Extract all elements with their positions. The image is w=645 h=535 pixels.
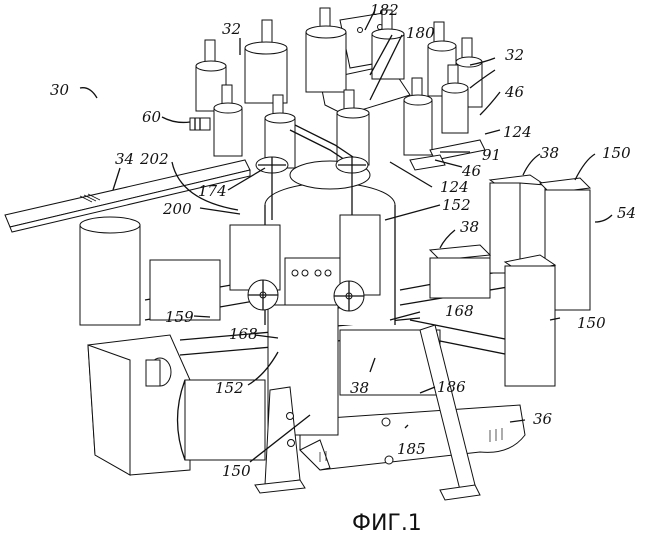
label-159: 159 (165, 308, 194, 326)
label-30: 30 (50, 81, 70, 99)
leader-lines (79, 9, 613, 463)
label-182: 182 (370, 1, 399, 19)
conveyor-bar (4, 159, 251, 233)
label-152-upper: 152 (442, 196, 471, 214)
label-54: 54 (617, 204, 636, 222)
label-32-right: 32 (505, 46, 524, 64)
gripper (189, 117, 211, 131)
block-38-upper (488, 174, 547, 276)
reference-labels: 30 60 32 182 180 32 46 124 91 46 124 34 … (50, 1, 636, 480)
label-91: 91 (482, 146, 501, 164)
label-150-right: 150 (577, 314, 606, 332)
label-38-front: 38 (350, 379, 369, 397)
block-150-mid (503, 254, 557, 387)
machine-base (299, 404, 526, 471)
label-174: 174 (198, 182, 227, 200)
label-185: 185 (397, 440, 426, 458)
label-150-upper: 150 (602, 144, 631, 162)
cylinder (403, 77, 433, 156)
handwheel-left (247, 279, 279, 311)
control-panel (229, 214, 381, 436)
block-150-upper (538, 177, 592, 311)
label-60: 60 (142, 108, 162, 126)
label-152-lower: 152 (215, 379, 244, 397)
label-202: 202 (139, 150, 169, 168)
motor-column (79, 216, 191, 476)
cylinder (441, 64, 469, 134)
cylinder (213, 84, 243, 157)
cylinder (305, 7, 347, 93)
label-38-upper: 38 (540, 144, 559, 162)
block-38-mid (428, 244, 492, 299)
label-124-lower: 124 (440, 178, 469, 196)
figure-caption: ФИГ.1 (352, 511, 422, 535)
label-38-mid: 38 (460, 218, 479, 236)
label-180: 180 (406, 24, 435, 42)
label-32-left: 32 (222, 20, 241, 38)
label-200: 200 (162, 200, 192, 218)
cylinder (195, 39, 227, 112)
label-34: 34 (115, 150, 134, 168)
upright-150-front (419, 324, 481, 501)
label-46-upper: 46 (504, 83, 525, 101)
label-168-left: 168 (229, 325, 258, 343)
handwheel-right (333, 280, 365, 312)
label-124-upper: 124 (503, 123, 532, 141)
cylinder (244, 19, 288, 104)
label-186: 186 (437, 378, 466, 396)
label-46-lower: 46 (461, 162, 482, 180)
label-168-right: 168 (445, 302, 474, 320)
label-150-left: 150 (222, 462, 251, 480)
label-36: 36 (533, 410, 553, 428)
